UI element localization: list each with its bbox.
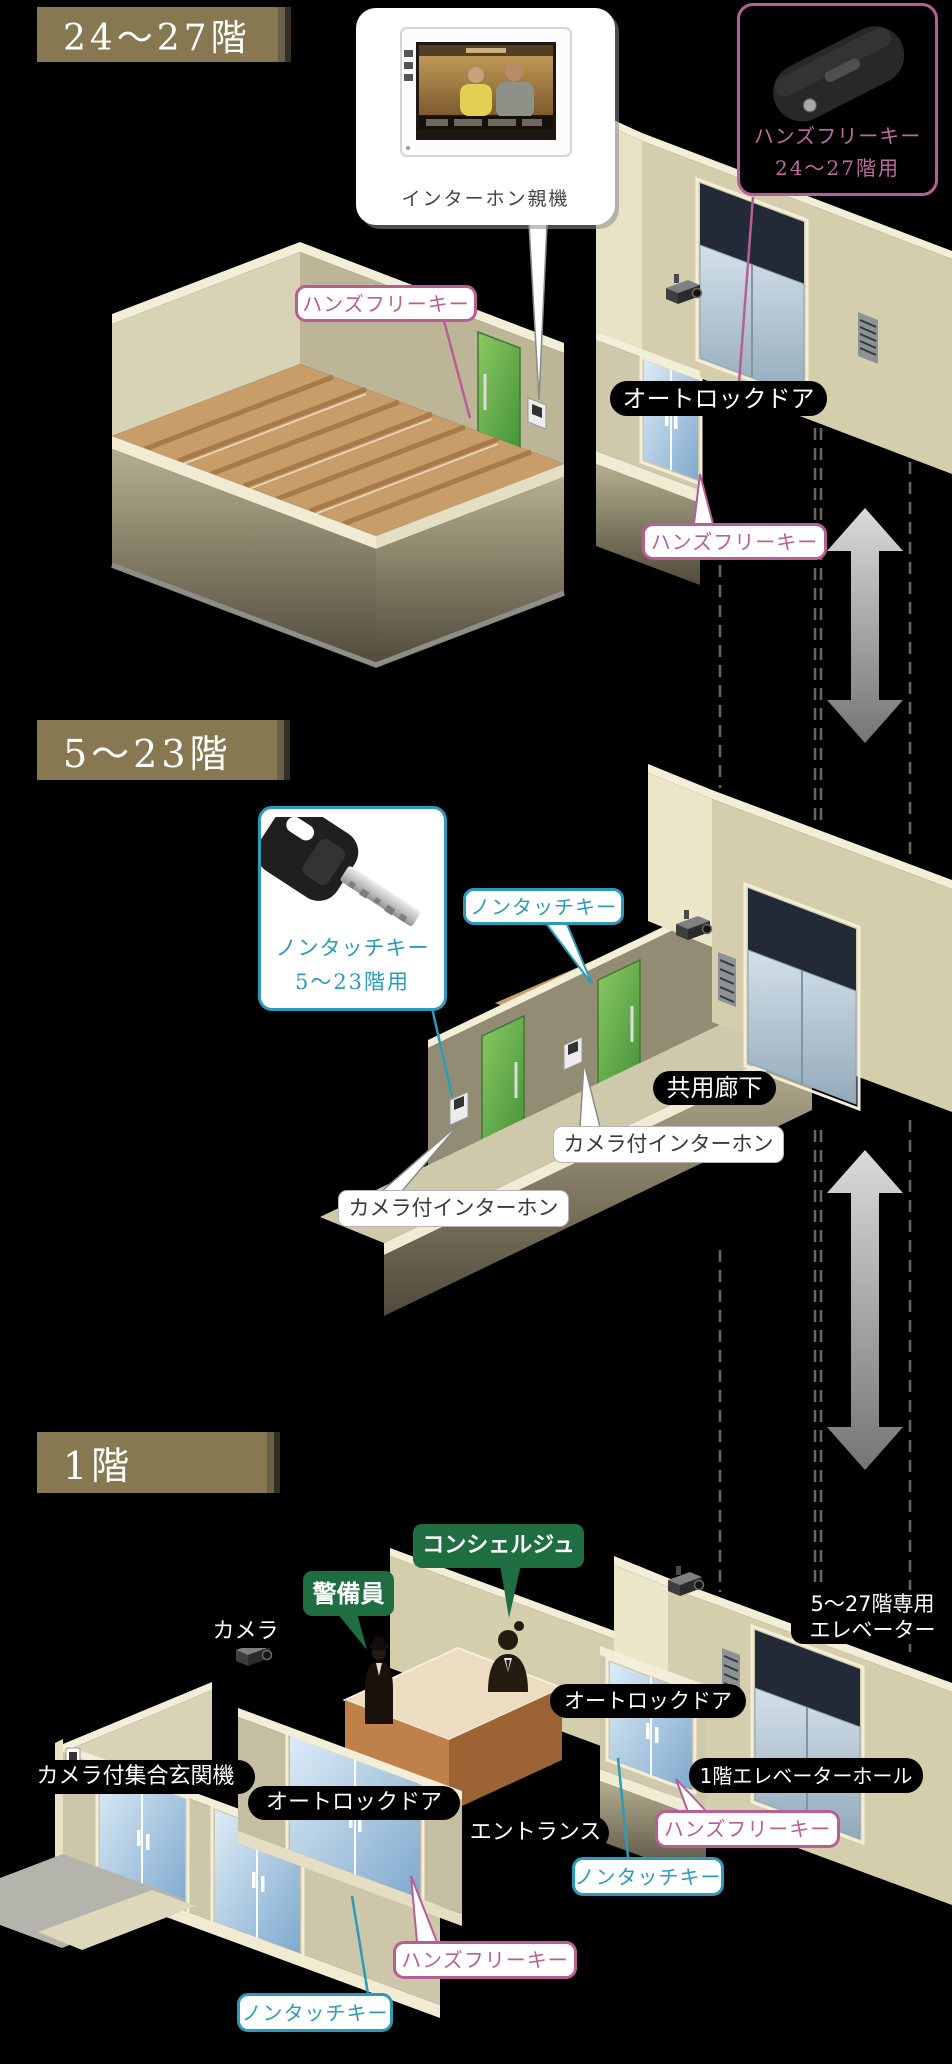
- label-camera: カメラ: [200, 1616, 291, 1648]
- key-fob-image: [773, 26, 905, 122]
- elevator-direction-arrow-gap2: [827, 1150, 903, 1470]
- entrance-step: [38, 1890, 196, 1950]
- vent-grille: [858, 312, 878, 364]
- floor-badge-24-27: 24〜27階: [37, 7, 278, 62]
- label-nontouch-key-elevator-hall: ノンタッチキー: [572, 1857, 724, 1896]
- fob-pointer-line: [737, 196, 755, 384]
- floor-badge-5-23: 5〜23階: [37, 720, 277, 780]
- label-concierge: コンシェルジュ: [413, 1524, 584, 1568]
- label-camera-intercom-left: カメラ付インターホン: [338, 1190, 569, 1227]
- label-handsfree-key-door: ハンズフリーキー: [295, 285, 477, 322]
- elevator-shaft: [748, 888, 856, 991]
- handsfree-key-card: ハンズフリーキー 24〜27階用: [737, 3, 938, 196]
- corridor-door-2: [597, 958, 641, 1086]
- entrance-door-green: [477, 330, 521, 450]
- label-entrance-machine: カメラ付集合玄関機: [16, 1760, 255, 1794]
- autolock-glass-door: [639, 354, 703, 487]
- elevator-links: [718, 428, 912, 1660]
- pavement: [0, 1854, 185, 1948]
- nontouch-pointer-line-right: [616, 1757, 630, 1858]
- key-card-name: ノンタッチキー: [275, 936, 430, 960]
- intercom-card-caption: インターホン親機: [401, 188, 570, 210]
- camera-intercom-unit-1: [449, 1091, 469, 1126]
- corridor-door-1: [481, 1014, 525, 1142]
- floor-badge-1: 1階: [37, 1432, 267, 1493]
- nontouch-key-card: ノンタッチキー 5〜23階用: [258, 806, 447, 1011]
- dedicated-elevator-line1: 5〜27階専用: [810, 1591, 935, 1616]
- nontouch-pointer-line-bottom: [350, 1895, 370, 1995]
- elevator-direction-arrow-gap1: [827, 508, 903, 743]
- fob-card-name: ハンズフリーキー: [753, 124, 922, 148]
- guard-silhouette: [365, 1636, 393, 1724]
- camera-intercom-unit-2: [563, 1036, 583, 1071]
- nontouch-key-pointer-line: [430, 1007, 454, 1097]
- label-handsfree-key-elevator: ハンズフリーキー: [642, 523, 827, 560]
- elevator-shaft: [700, 183, 804, 284]
- key-card-floors: 5〜23階用: [294, 970, 411, 994]
- label-autolock-door-upper: オートロックドア: [610, 381, 827, 416]
- concierge-silhouette: [488, 1621, 528, 1692]
- label-autolock-door-right: オートロックドア: [550, 1684, 746, 1718]
- label-shared-corridor: 共用廊下: [653, 1071, 776, 1105]
- label-nontouch-key: ノンタッチキー: [463, 888, 624, 925]
- wood-floor: [111, 364, 565, 668]
- label-guard: 警備員: [303, 1571, 394, 1616]
- key-image: [261, 817, 421, 926]
- intercom-device-image: [400, 27, 572, 157]
- guard-pointer: [337, 1613, 367, 1650]
- elevator-hall-upper: [596, 112, 952, 585]
- elevator-shaft: [755, 1630, 860, 1727]
- intercom-master-card: インターホン親機: [356, 8, 615, 225]
- label-autolock-door-left: オートロックドア: [248, 1786, 460, 1820]
- elevator-shaft-dashed-lines-gap1: [718, 428, 912, 860]
- label-dedicated-elevator: 5〜27階専用 エレベーター: [791, 1590, 952, 1644]
- upper-floor-scene: [111, 112, 952, 668]
- concierge-pointer: [500, 1565, 521, 1618]
- door-intercom-unit: [527, 397, 547, 430]
- label-handsfree-key-entrance: ハンズフリーキー: [393, 1941, 577, 1979]
- elevator-hall-middle: [648, 764, 952, 1112]
- fob-card-floors: 24〜27階用: [775, 156, 900, 180]
- label-entrance: エントランス: [462, 1816, 609, 1850]
- dedicated-elevator-line2: エレベーター: [809, 1618, 936, 1642]
- label-elevator-hall: 1階エレベーターホール: [689, 1758, 923, 1793]
- elevator-shaft-dashed-lines-gap2: [718, 1120, 912, 1660]
- label-handsfree-key-elevator-hall: ハンズフリーキー: [655, 1810, 840, 1848]
- label-camera-intercom-right: カメラ付インターホン: [553, 1126, 784, 1163]
- label-nontouch-key-entrance: ノンタッチキー: [237, 1993, 393, 2032]
- vent-grille: [718, 952, 736, 1007]
- handsfree-pointer-line: [442, 320, 472, 419]
